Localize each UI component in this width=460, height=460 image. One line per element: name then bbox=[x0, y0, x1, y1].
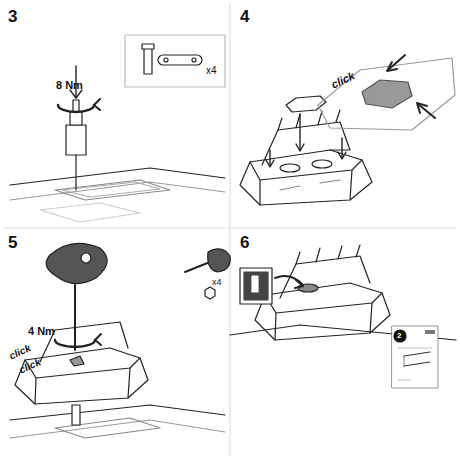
step4-pad bbox=[266, 96, 346, 167]
step4-inset bbox=[318, 55, 455, 130]
step5-torque-tool bbox=[46, 243, 107, 350]
step-number: 3 bbox=[8, 8, 17, 25]
step3-roof bbox=[10, 168, 225, 222]
quantity-label: x4 bbox=[212, 278, 222, 287]
torque-value: 4 Nm bbox=[28, 326, 55, 337]
click-sound: click bbox=[330, 70, 357, 90]
step5-roof bbox=[10, 405, 225, 438]
step5-foot bbox=[15, 322, 148, 404]
quantity-label: x4 bbox=[206, 66, 217, 76]
step-number: 5 bbox=[8, 234, 17, 251]
click-sound: click bbox=[8, 343, 32, 361]
step-number: 6 bbox=[240, 234, 249, 251]
step4-foot bbox=[240, 110, 372, 205]
step3-inset bbox=[125, 35, 225, 87]
step6-booklet bbox=[392, 326, 438, 388]
step-number: 4 bbox=[240, 8, 249, 25]
step5-inset-tool bbox=[185, 249, 230, 299]
step6-inset bbox=[240, 268, 303, 304]
torque-value: 8 Nm bbox=[56, 80, 83, 91]
booklet-page-number: 2 bbox=[397, 332, 401, 340]
